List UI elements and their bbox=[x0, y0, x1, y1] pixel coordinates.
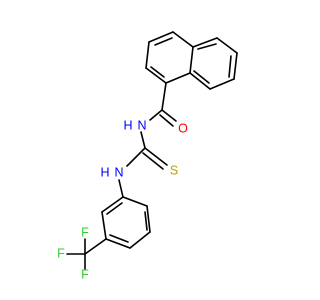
bond bbox=[233, 52, 238, 80]
bond bbox=[159, 114, 174, 127]
atom-label-n-thio: N bbox=[114, 165, 123, 179]
bond bbox=[192, 37, 218, 48]
bond bbox=[122, 196, 148, 207]
bond bbox=[101, 211, 107, 240]
atom-label-o: O bbox=[178, 121, 188, 135]
atom-label-h-amide: H bbox=[123, 118, 132, 132]
atom-label-f-bottom: F bbox=[81, 267, 89, 281]
atom-label-n-amide: N bbox=[137, 118, 146, 132]
bond bbox=[161, 109, 177, 122]
bond bbox=[189, 46, 194, 74]
bond bbox=[197, 43, 217, 50]
bond bbox=[189, 72, 211, 90]
atom-labels: O N H S N H F F F bbox=[57, 118, 188, 281]
chemical-structure: O N H S N H F F F bbox=[57, 31, 238, 281]
bond bbox=[146, 205, 151, 233]
bond bbox=[84, 238, 107, 255]
atom-label-s: S bbox=[170, 163, 178, 177]
bond bbox=[228, 55, 232, 78]
bond bbox=[165, 72, 191, 84]
bond bbox=[172, 31, 194, 48]
bond bbox=[154, 37, 173, 46]
bond bbox=[129, 231, 151, 249]
bond bbox=[161, 82, 167, 111]
bond bbox=[140, 131, 146, 149]
bond bbox=[148, 31, 174, 43]
bond bbox=[216, 37, 238, 54]
atom-label-h-thio: H bbox=[100, 165, 109, 179]
bond bbox=[142, 152, 164, 170]
bond bbox=[144, 211, 148, 231]
bond bbox=[209, 78, 235, 90]
bond bbox=[193, 70, 210, 84]
bond bbox=[101, 196, 124, 213]
bond bbox=[150, 66, 165, 78]
atom-label-f-top: F bbox=[81, 225, 89, 239]
bond bbox=[145, 67, 167, 84]
bond bbox=[149, 109, 163, 121]
bonds bbox=[66, 31, 238, 270]
bond bbox=[126, 147, 146, 167]
atom-label-f-left: F bbox=[57, 246, 65, 260]
bond bbox=[144, 147, 168, 166]
bond bbox=[105, 238, 131, 249]
bond bbox=[145, 41, 150, 69]
bond bbox=[106, 202, 123, 215]
bond bbox=[109, 234, 129, 243]
bond bbox=[118, 179, 124, 198]
